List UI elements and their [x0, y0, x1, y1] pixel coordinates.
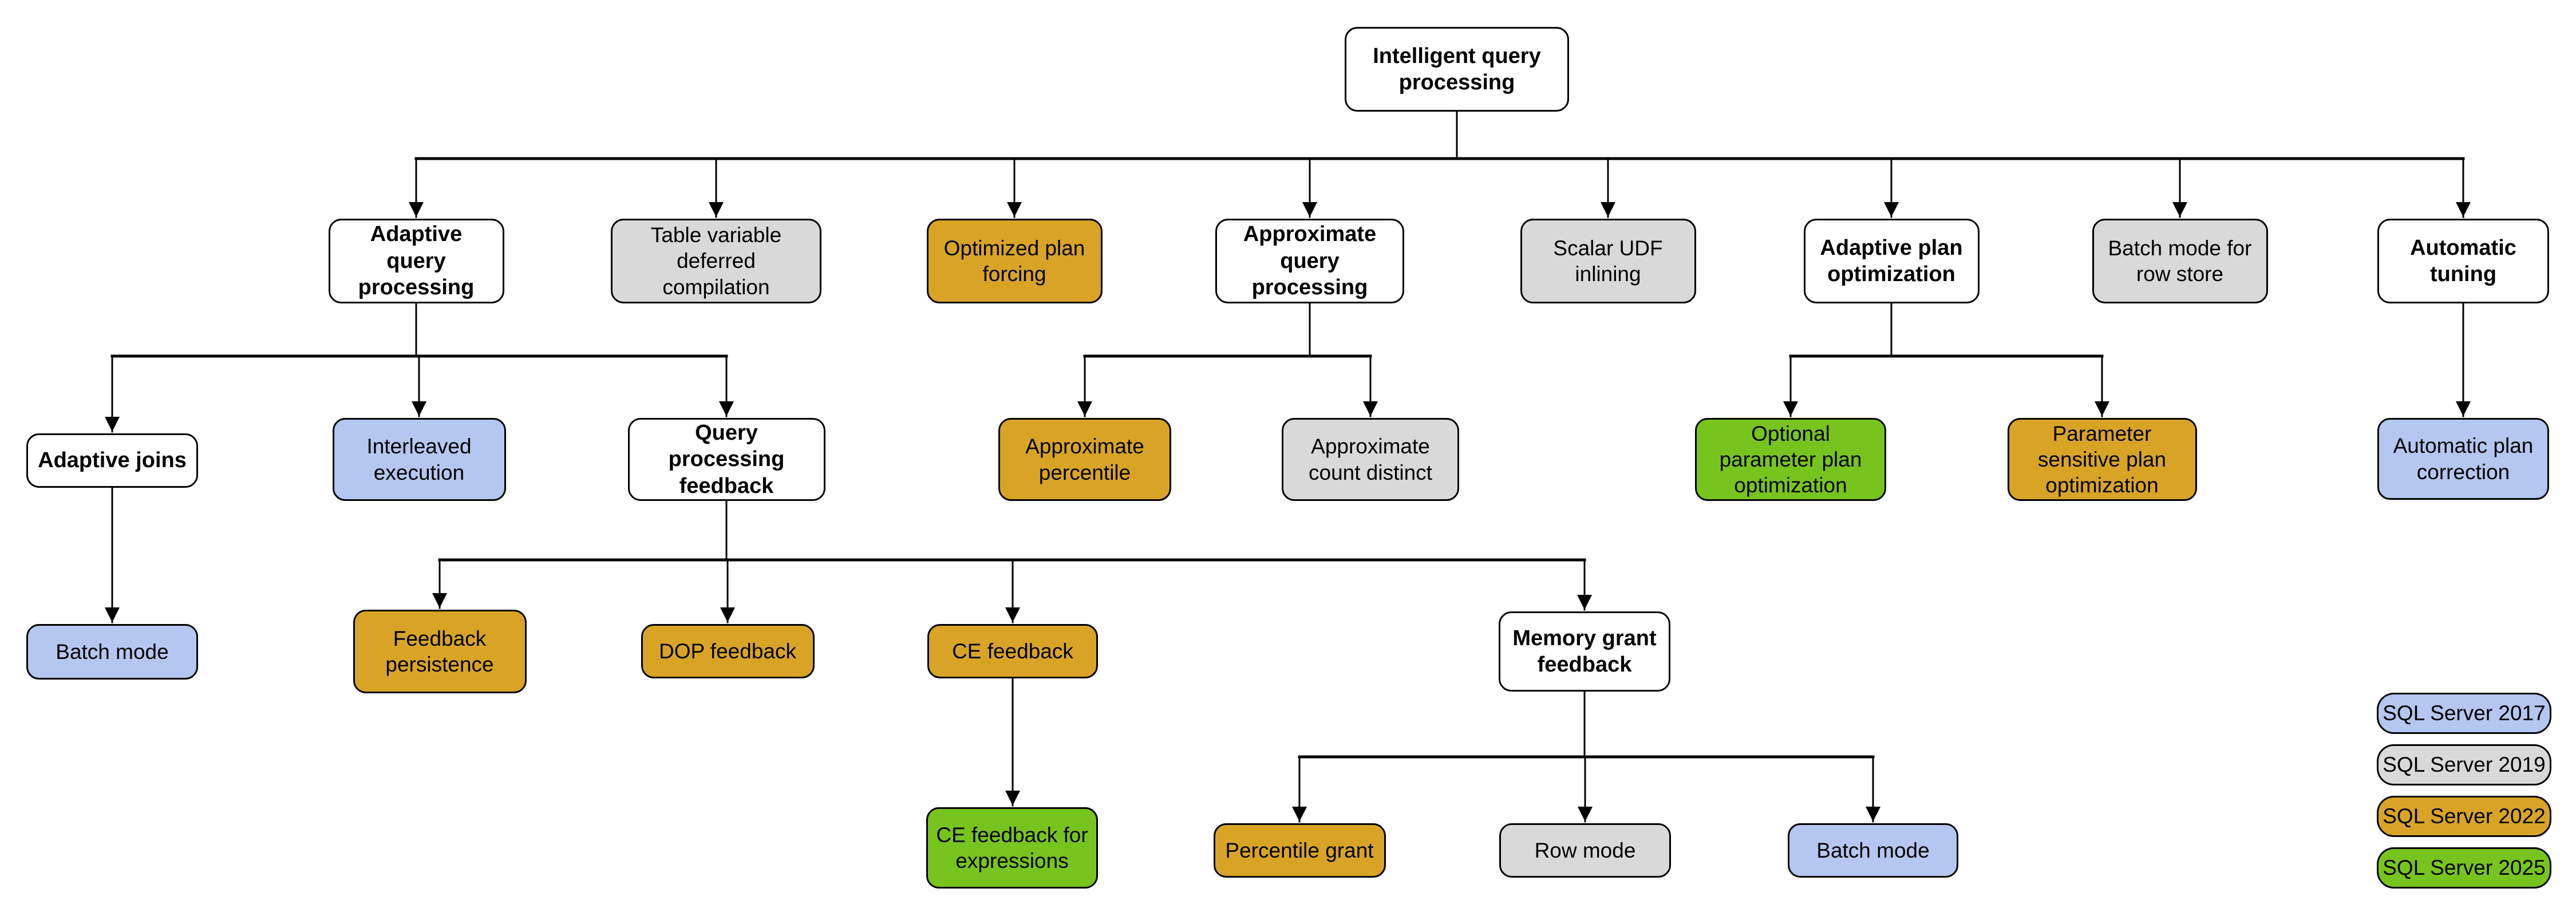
node-apc: Automatic plan correction	[2377, 418, 2549, 500]
node-ie: Interleaved execution	[332, 418, 506, 501]
node-opf: Optimized plan forcing	[926, 219, 1103, 303]
legend-item-2019: SQL Server 2019	[2377, 744, 2551, 785]
legend-item-2017: SQL Server 2017	[2377, 693, 2551, 734]
node-at: Automatic tuning	[2377, 219, 2549, 303]
node-bmrs: Batch mode for row store	[2092, 219, 2268, 303]
node-bm2: Batch mode	[1788, 823, 1958, 878]
node-oppo: Optional parameter plan optimization	[1695, 418, 1886, 501]
node-apo: Adaptive plan optimization	[1803, 219, 1980, 303]
node-mgf: Memory grant feedback	[1499, 611, 1670, 692]
node-cef: CE feedback	[927, 624, 1098, 678]
node-acd: Approximate count distinct	[1282, 418, 1459, 501]
node-root: Intelligent query processing	[1345, 27, 1569, 112]
node-rm: Row mode	[1499, 823, 1671, 878]
legend-item-2022: SQL Server 2022	[2377, 796, 2551, 837]
node-fp: Feedback persistence	[353, 610, 527, 693]
node-aqproc: Approximate query processing	[1215, 219, 1404, 303]
node-pspo: Parameter sensitive plan optimization	[2007, 418, 2197, 501]
node-qpf: Query processing feedback	[627, 418, 825, 501]
legend-item-2025: SQL Server 2025	[2377, 847, 2551, 889]
node-aqp: Adaptive query processing	[328, 219, 504, 303]
node-pg: Percentile grant	[1213, 823, 1386, 878]
node-bm1: Batch mode	[26, 624, 198, 680]
node-sudf: Scalar UDF inlining	[1520, 219, 1696, 303]
node-aj: Adaptive joins	[26, 433, 198, 488]
node-tvdc: Table variable deferred compilation	[611, 219, 821, 303]
node-ap: Approximate percentile	[998, 418, 1171, 501]
node-dopf: DOP feedback	[641, 624, 815, 678]
node-cefe: CE feedback for expressions	[926, 807, 1098, 889]
